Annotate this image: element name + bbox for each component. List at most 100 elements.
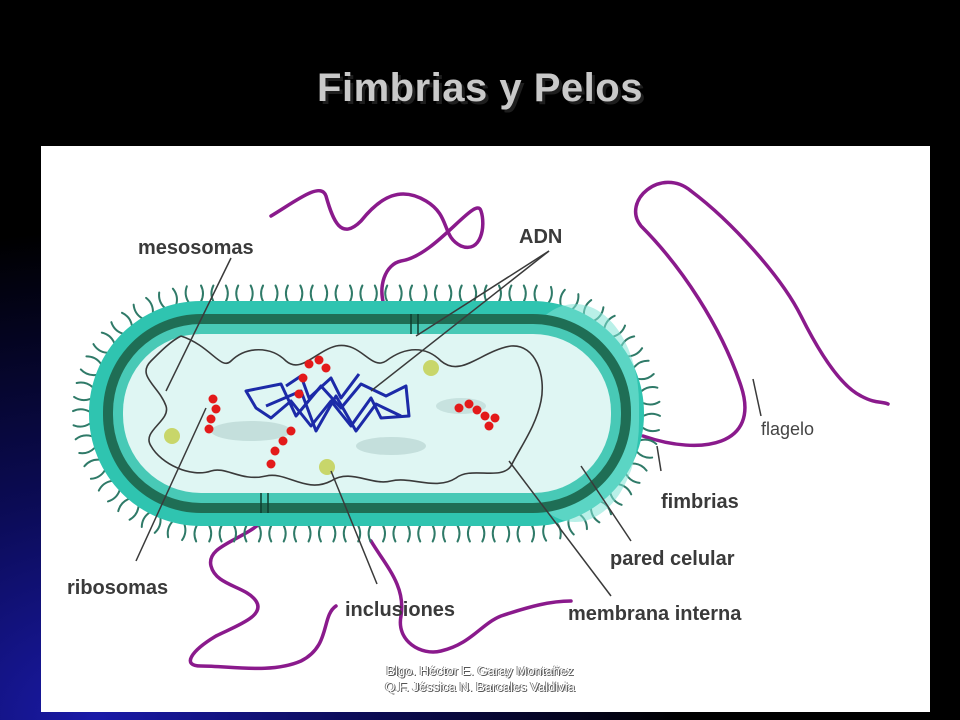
fimbria — [274, 284, 279, 303]
fimbria — [417, 524, 422, 543]
fimbria — [282, 524, 287, 543]
fimbria — [140, 511, 151, 528]
fimbria — [324, 284, 329, 303]
label-adn: ADN — [519, 226, 562, 248]
ribosome — [490, 413, 500, 423]
fimbria — [409, 284, 414, 303]
ribosome — [211, 404, 221, 414]
fimbriae — [72, 284, 661, 543]
leader-mesosomas — [165, 257, 232, 392]
label-pared-celular: pared celular — [610, 548, 735, 570]
flagellum-right — [633, 180, 890, 448]
fimbria — [145, 296, 154, 314]
fimbria — [72, 422, 91, 428]
fimbria — [166, 520, 174, 539]
fimbria — [268, 524, 273, 543]
fimbria — [89, 469, 106, 480]
slide-title: Fimbrias y Pelos — [317, 66, 643, 110]
fimbria — [79, 368, 97, 377]
fimbria — [631, 462, 648, 472]
ribosome — [298, 373, 308, 383]
fimbria — [382, 524, 387, 543]
fimbria — [208, 524, 213, 543]
label-flagelo: flagelo — [761, 419, 814, 439]
fimbria — [73, 395, 91, 402]
fimbria — [97, 479, 113, 492]
fimbria — [128, 505, 140, 521]
fimbria — [448, 284, 453, 303]
ribosome — [304, 359, 314, 369]
fimbria — [506, 524, 511, 543]
fimbria — [398, 284, 403, 303]
fimbria — [342, 524, 347, 543]
fimbria — [508, 284, 513, 303]
fimbria — [317, 524, 322, 543]
fimbria — [473, 284, 478, 303]
fimbria — [433, 284, 438, 303]
ribosome — [480, 411, 490, 421]
fimbria — [121, 311, 133, 327]
fimbria — [117, 497, 130, 513]
wall-pores — [260, 314, 419, 513]
label-inclusiones: inclusiones — [345, 599, 455, 621]
leader-inclusiones — [330, 470, 378, 585]
fimbria — [83, 458, 100, 468]
fimbria — [516, 524, 521, 543]
fimbria — [106, 489, 121, 503]
fimbria — [559, 288, 566, 307]
fimbria — [642, 400, 661, 406]
fimbria — [210, 284, 215, 303]
cytoplasm — [123, 334, 611, 493]
fimbria — [639, 438, 658, 445]
ribosome — [204, 424, 214, 434]
fimbria — [284, 284, 289, 303]
fimbria — [542, 523, 548, 542]
flagellum-bottom — [369, 539, 573, 654]
label-membrana-interna: membrana interna — [568, 603, 742, 625]
fimbria — [233, 524, 238, 543]
leader-fimbrias — [656, 445, 662, 472]
fimbria — [260, 284, 265, 303]
mesosome-membrane — [145, 335, 543, 486]
fimbria — [466, 524, 471, 543]
fimbria — [547, 285, 553, 304]
leader-lines — [135, 250, 762, 597]
credit-line-2: Q.F. Jéssica N. Barcales Valdivia — [385, 679, 575, 694]
ribosome — [208, 394, 218, 404]
ribosome — [484, 421, 494, 431]
fimbria — [74, 434, 93, 441]
ribosome — [270, 446, 280, 456]
fimbria — [334, 284, 339, 303]
ribosome — [472, 405, 482, 415]
fimbria — [75, 381, 94, 388]
leader-membrana — [508, 460, 612, 597]
fimbria — [423, 284, 428, 303]
fimbria — [299, 284, 304, 303]
bacterium-diagram-panel: mesosomas ADN flagelo fimbrias pared cel… — [41, 146, 930, 712]
fimbria — [307, 524, 312, 543]
flagellum-top — [269, 189, 485, 313]
ribosome — [266, 459, 276, 469]
fimbria — [200, 284, 204, 303]
fimbria — [181, 523, 187, 542]
fimbria — [110, 321, 124, 335]
label-ribosomas: ribosomas — [67, 577, 168, 599]
flagellum-bottom-left — [188, 519, 338, 671]
ribosome — [321, 363, 331, 373]
label-fimbrias: fimbrias — [661, 491, 739, 513]
fimbria — [193, 524, 198, 543]
fimbria — [497, 284, 502, 303]
fimbria — [132, 303, 144, 320]
leader-flagelo — [752, 378, 762, 417]
fimbria — [235, 284, 240, 303]
fimbria — [483, 284, 488, 303]
fimbria — [243, 524, 248, 543]
fimbria — [640, 386, 659, 392]
fimbria — [359, 284, 364, 303]
fimbria — [642, 426, 660, 433]
fimbria — [332, 524, 337, 543]
fimbria — [158, 291, 166, 309]
fimbria — [153, 516, 162, 534]
fimbria — [184, 285, 190, 304]
leader-adn-2 — [415, 250, 550, 337]
